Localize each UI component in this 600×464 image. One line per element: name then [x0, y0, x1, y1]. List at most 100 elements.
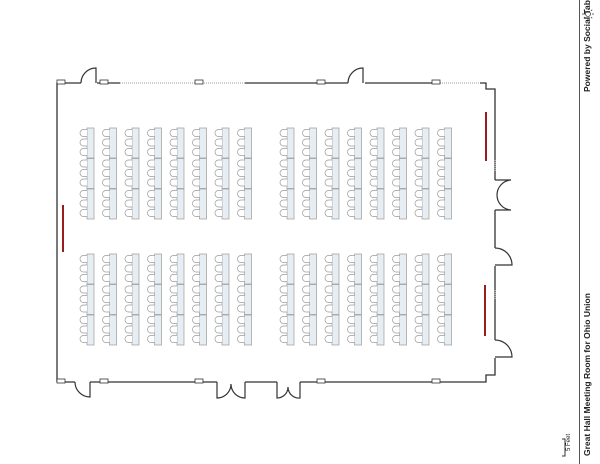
chair	[214, 138, 222, 147]
chair	[392, 199, 400, 208]
chair	[124, 178, 132, 187]
chair	[279, 316, 287, 324]
partition-lines	[120, 82, 496, 300]
table	[131, 127, 140, 159]
chair	[79, 199, 87, 208]
chair	[369, 199, 377, 208]
chair	[437, 274, 445, 282]
chair	[214, 316, 222, 324]
chair	[369, 148, 377, 156]
chair	[237, 148, 245, 156]
chair	[79, 316, 87, 324]
chair	[169, 199, 177, 208]
chair	[124, 264, 132, 273]
chair	[279, 178, 287, 187]
chair	[347, 169, 355, 177]
chair	[147, 129, 155, 137]
chair	[302, 325, 310, 334]
table	[244, 284, 252, 315]
chair	[279, 295, 287, 303]
chair	[279, 325, 287, 334]
chair	[102, 295, 110, 303]
chair	[437, 304, 445, 313]
chair	[102, 285, 110, 294]
chair	[124, 129, 132, 137]
chair	[302, 264, 310, 273]
chair	[214, 190, 222, 198]
table	[331, 284, 340, 315]
table	[221, 188, 230, 220]
table	[199, 127, 207, 159]
table	[176, 314, 185, 346]
table	[399, 127, 407, 159]
chair	[369, 138, 377, 147]
chair	[437, 285, 445, 294]
chair	[392, 264, 400, 273]
chair	[392, 169, 400, 177]
chair	[369, 304, 377, 313]
chair	[192, 274, 200, 282]
chair	[437, 316, 445, 324]
chair	[302, 316, 310, 324]
chair	[414, 325, 422, 334]
chair	[279, 209, 287, 217]
table	[444, 314, 452, 346]
chair	[237, 138, 245, 147]
table	[244, 188, 252, 220]
table	[221, 284, 230, 315]
chair	[192, 138, 200, 147]
chair	[102, 169, 110, 177]
chair	[392, 285, 400, 294]
chair	[369, 178, 377, 187]
chair	[347, 129, 355, 137]
chair	[347, 190, 355, 198]
chair	[347, 148, 355, 156]
chair	[414, 295, 422, 303]
chair	[169, 264, 177, 273]
chair	[237, 295, 245, 303]
scale-label: 5 Feet	[566, 433, 572, 451]
chair	[324, 335, 332, 343]
chair	[347, 178, 355, 187]
table	[399, 188, 407, 220]
chair	[302, 129, 310, 137]
table	[86, 284, 95, 315]
table	[421, 188, 430, 220]
chair	[324, 169, 332, 177]
chair	[324, 274, 332, 282]
chair	[302, 335, 310, 343]
table	[309, 253, 317, 285]
sun-icon	[582, 8, 594, 20]
chair	[279, 129, 287, 137]
chair	[214, 178, 222, 187]
chair	[237, 325, 245, 334]
chair	[369, 295, 377, 303]
table	[199, 284, 207, 315]
table	[286, 284, 295, 315]
chair	[324, 264, 332, 273]
chair	[214, 199, 222, 208]
chair	[414, 159, 422, 168]
table	[286, 253, 295, 285]
table	[331, 127, 340, 159]
chair	[237, 264, 245, 273]
chair	[279, 199, 287, 208]
chair	[324, 255, 332, 263]
chair	[237, 209, 245, 217]
chair	[437, 335, 445, 343]
chair	[124, 325, 132, 334]
chair	[102, 190, 110, 198]
chair	[124, 138, 132, 147]
chair	[302, 148, 310, 156]
table	[421, 158, 430, 189]
chair	[369, 274, 377, 282]
chair	[414, 190, 422, 198]
chair	[324, 325, 332, 334]
chair	[79, 264, 87, 273]
chair	[214, 274, 222, 282]
chair	[324, 178, 332, 187]
table	[309, 314, 317, 346]
chair	[392, 255, 400, 263]
chair	[79, 138, 87, 147]
chair	[347, 304, 355, 313]
